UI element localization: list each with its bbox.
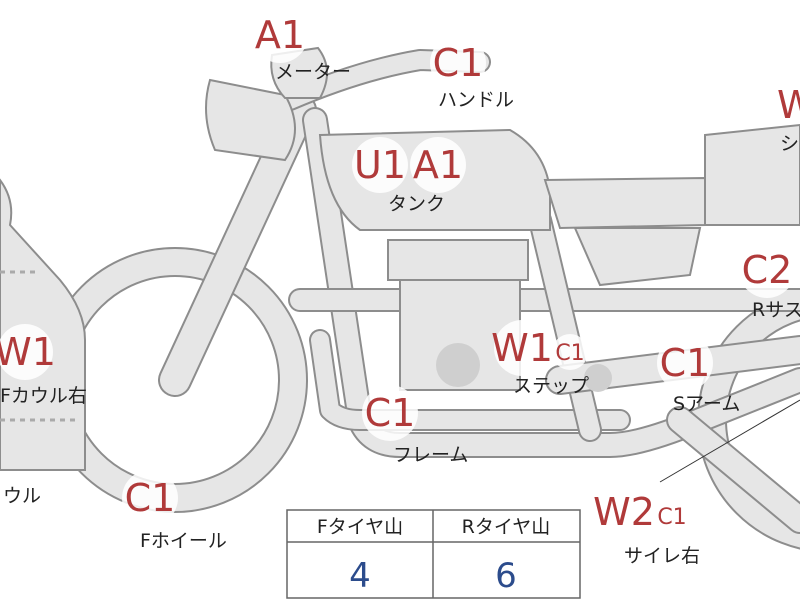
part-f-wheel: C1 Fホイール (122, 470, 227, 552)
headlight-shape (205, 78, 296, 162)
table-header-f-tire: Fタイヤ山 (317, 516, 403, 538)
part-frame: C1 フレーム (362, 385, 468, 466)
meter-code-1: A1 (255, 13, 305, 57)
table-value-r-tire: 6 (495, 556, 517, 596)
part-cowl: ウル (3, 485, 41, 507)
part-s-arm: C1 Sアーム (657, 335, 740, 415)
f-wheel-code-1: C1 (125, 476, 176, 520)
seat-label: シ (780, 133, 799, 155)
part-meter: A1 メーター (252, 7, 351, 83)
handle-code-1: C1 (433, 41, 484, 85)
cowl-label: ウル (3, 485, 41, 507)
step-code-1: W1 (491, 326, 553, 370)
table-header-r-tire: Rタイヤ山 (462, 516, 551, 538)
tank-label: タンク (388, 193, 445, 215)
engine-head-shape (387, 239, 529, 281)
silencer-right-code-2: C1 (657, 505, 686, 530)
part-f-cowl-right: W1 Fカウル右 (0, 324, 87, 407)
silencer-right-label: サイレ右 (624, 545, 700, 567)
part-handle: C1 ハンドル (430, 35, 514, 111)
seat-code-1: W (777, 83, 800, 127)
seat-shape (543, 176, 706, 230)
part-seat: W シ (777, 83, 800, 155)
step-code-2: C1 (555, 341, 584, 366)
r-suspension-code-1: C2 (742, 248, 793, 292)
silencer-right-code-1: W2 (593, 490, 655, 534)
meter-label: メーター (275, 61, 351, 83)
f-wheel-label: Fホイール (140, 530, 227, 552)
front-cowl-shape (0, 178, 86, 471)
s-arm-code-1: C1 (660, 341, 711, 385)
tank-code-1: U1 (354, 143, 406, 187)
f-cowl-right-code-1: W1 (0, 330, 56, 374)
f-cowl-right-label: Fカウル右 (0, 385, 87, 407)
s-arm-label: Sアーム (673, 393, 740, 415)
handle-label: ハンドル (438, 89, 514, 111)
part-step: W1 C1 ステップ (491, 320, 589, 397)
part-r-suspension: C2 Rサス (739, 242, 800, 321)
r-suspension-label: Rサス (752, 299, 800, 321)
step-label: ステップ (513, 375, 589, 397)
part-silencer-right: W2 C1 サイレ右 (593, 484, 700, 567)
tire-tread-table: Fタイヤ山 Rタイヤ山 4 6 (286, 509, 581, 599)
tank-code-2: A1 (413, 143, 463, 187)
table-value-f-tire: 4 (349, 556, 371, 596)
part-tank: U1 A1 タンク (352, 137, 466, 215)
frame-label: フレーム (393, 444, 468, 466)
frame-code-1: C1 (365, 391, 416, 435)
